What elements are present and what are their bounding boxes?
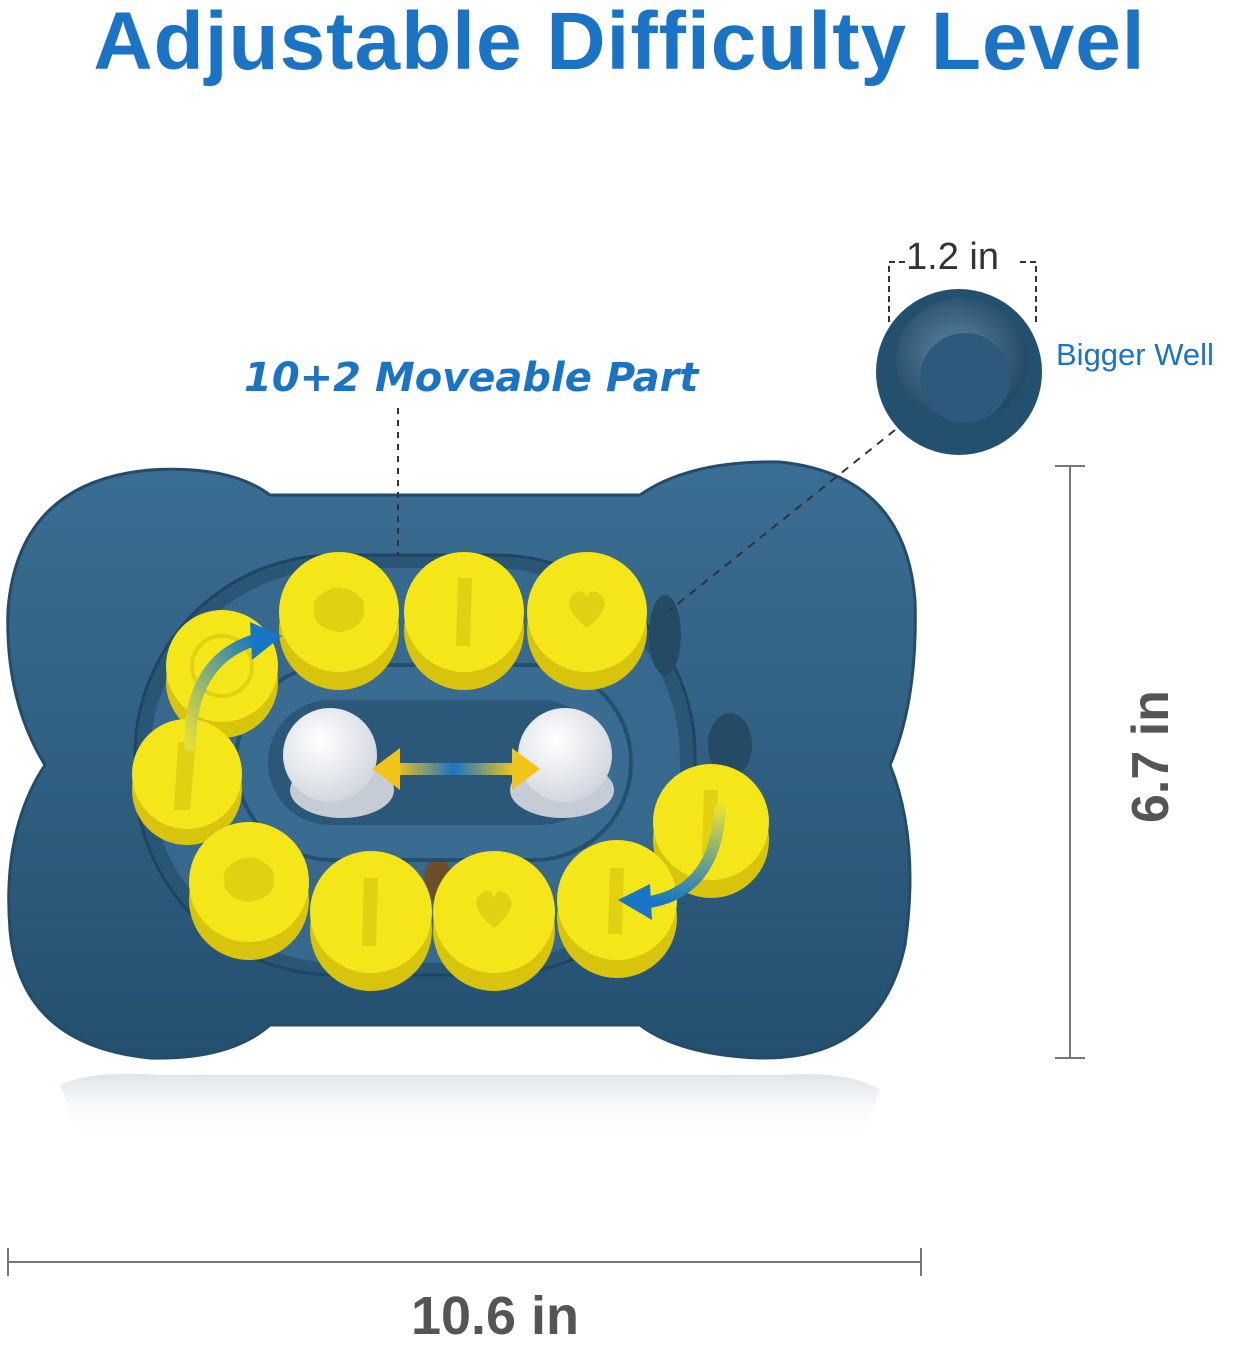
yellow-pieces xyxy=(132,552,769,991)
track-well xyxy=(708,713,752,777)
white-knob-right xyxy=(510,708,614,818)
well-size-bracket xyxy=(888,261,1037,322)
bone-icon xyxy=(456,578,472,646)
bigger-well-label: Bigger Well xyxy=(1056,337,1214,372)
bone-icon xyxy=(362,878,378,946)
heart-icon xyxy=(569,591,605,628)
yellow-piece xyxy=(279,552,399,690)
width-dimension-line xyxy=(7,1248,922,1276)
heart-icon xyxy=(476,891,512,928)
yellow-piece xyxy=(189,822,309,960)
page-title: Adjustable Difficulty Level xyxy=(93,0,1146,87)
well-closeup xyxy=(876,289,1042,455)
rotate-arrow-icon xyxy=(618,804,726,920)
well-size-label: 1.2 in xyxy=(906,236,999,278)
bone-icon xyxy=(174,742,196,810)
rotate-arrow-icon xyxy=(184,622,282,751)
yellow-piece xyxy=(527,552,647,690)
paw-icon xyxy=(223,857,275,902)
yellow-piece xyxy=(557,840,677,978)
width-label: 10.6 in xyxy=(410,1286,580,1346)
track-well xyxy=(649,595,681,675)
white-knob-left xyxy=(283,708,394,818)
height-label: 6.7 in xyxy=(1122,690,1180,823)
bone-icon xyxy=(608,868,624,934)
well-leader xyxy=(669,429,896,611)
yellow-piece xyxy=(132,719,242,845)
paw-icon xyxy=(313,587,365,632)
height-dimension-line xyxy=(1055,465,1085,1059)
slide-arrow-icon xyxy=(372,748,540,790)
moveable-parts-label: 10+2 Moveable Part xyxy=(244,355,699,401)
yellow-piece xyxy=(433,851,555,991)
yellow-piece xyxy=(310,851,432,991)
toy-reflection xyxy=(60,1073,880,1140)
yellow-piece xyxy=(404,552,524,690)
